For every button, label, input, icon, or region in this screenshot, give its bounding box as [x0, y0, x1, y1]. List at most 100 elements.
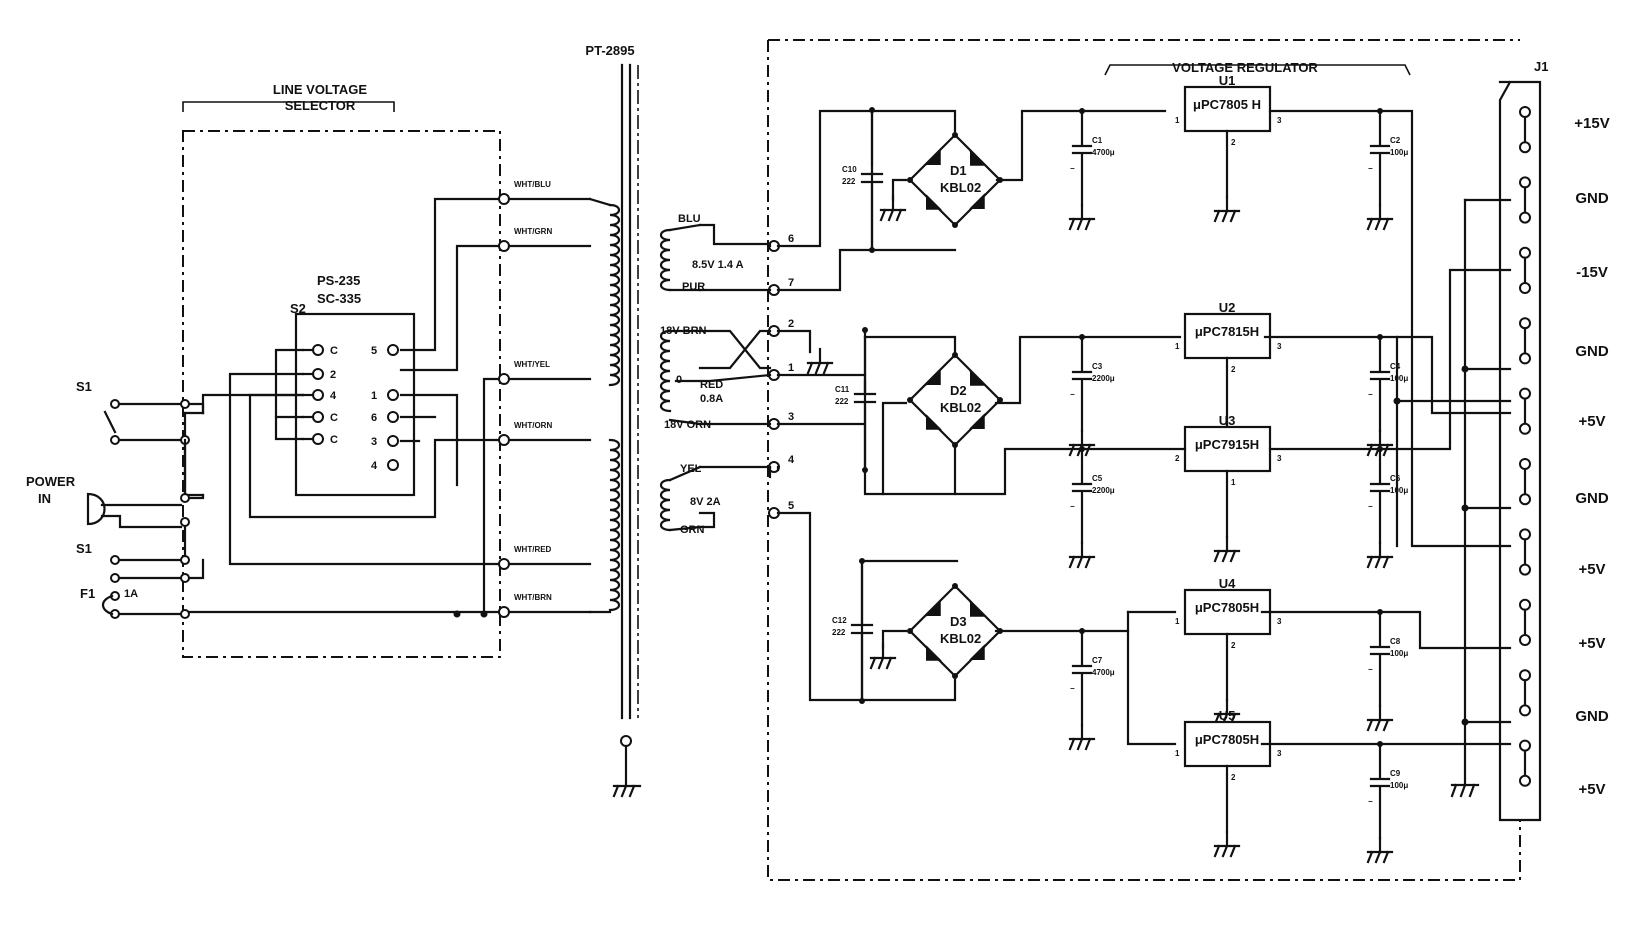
sec1-bottom-label: PUR — [682, 281, 705, 293]
capacitor-polarity: − — [1368, 390, 1373, 399]
s2-right-pin — [387, 459, 399, 471]
regulator-part: μPC7915H — [1195, 437, 1259, 452]
capacitor-ground-icon — [1068, 203, 1096, 231]
regulator-pin-in: 1 — [1175, 749, 1180, 758]
capacitor-value: 4700μ — [1092, 148, 1115, 157]
bridge-cap-val: 222 — [832, 628, 846, 637]
regulator-pin-gnd: 2 — [1231, 365, 1236, 374]
sec2-ground-icon — [806, 347, 834, 375]
f1-label: F1 — [80, 586, 95, 601]
bridge-part: KBL02 — [940, 631, 981, 646]
output-label: -15V — [1576, 264, 1608, 281]
j1-pin — [1519, 563, 1531, 576]
j1-label: J1 — [1534, 59, 1548, 74]
primary-tap-terminal — [498, 373, 510, 385]
capacitor-value: 100μ — [1390, 486, 1408, 495]
regulator-pin-gnd: 2 — [1231, 641, 1236, 650]
capacitor-ground-icon — [1366, 836, 1394, 864]
f1-rating: 1A — [124, 588, 138, 600]
bridge-ref: D2 — [950, 383, 967, 398]
power-in-label-1: POWER — [26, 474, 76, 489]
regulator-ref: U2 — [1219, 300, 1236, 315]
s2-model-2: SC-335 — [317, 291, 361, 306]
core-ground-icon — [612, 784, 642, 798]
j1-pin — [1519, 246, 1531, 259]
j1-pin — [1519, 458, 1531, 470]
sec2-rating: 0.8A — [700, 393, 723, 405]
capacitor-ground-icon — [1366, 541, 1394, 569]
primary-tap-label: WHT/RED — [514, 545, 552, 554]
diode-icon — [969, 644, 985, 661]
capacitor-polarity: − — [1368, 502, 1373, 511]
diode-icon — [925, 149, 941, 166]
j1-pin — [1519, 352, 1531, 365]
j1-pin — [1519, 739, 1531, 752]
j1-pin — [1519, 422, 1531, 435]
j1-pin — [1519, 106, 1531, 118]
regulator-ref: U4 — [1219, 576, 1236, 591]
fuse-icon — [101, 594, 114, 616]
capacitor-ref: C4 — [1390, 362, 1401, 371]
primary-tap-label: WHT/ORN — [514, 421, 552, 430]
capacitor-ref: C3 — [1092, 362, 1103, 371]
s1-label: S1 — [76, 379, 92, 394]
transformer-label: PT-2895 — [585, 43, 634, 58]
j1-pin — [1519, 387, 1531, 400]
primary-tap-terminal — [498, 558, 510, 570]
capacitor-ground-icon — [1068, 541, 1096, 569]
voltage-regulator-heading: VOLTAGE REGULATOR — [1172, 60, 1318, 75]
s2-right-pin — [387, 389, 399, 401]
output-label: +15V — [1574, 115, 1609, 132]
diode-icon — [969, 370, 986, 386]
sec1-top-label: BLU — [678, 213, 701, 225]
s2-left-pin-label: 2 — [330, 369, 336, 381]
d1-ground-icon — [879, 194, 907, 222]
j1-pin — [1519, 211, 1531, 224]
regulator-pin-out: 3 — [1277, 749, 1282, 758]
output-label: +5V — [1578, 635, 1605, 652]
regulator-ref: U5 — [1219, 708, 1236, 723]
output-label: GND — [1575, 708, 1609, 725]
j1-pin — [1519, 141, 1531, 154]
selector-heading-line2: SELECTOR — [285, 98, 356, 113]
regulator-pin-in: 1 — [1175, 342, 1180, 351]
selector-heading-line1: LINE VOLTAGE — [273, 82, 367, 97]
secondary-terminal-label: 1 — [788, 362, 794, 374]
diode-icon — [925, 414, 942, 430]
sec1-rating: 8.5V 1.4 A — [692, 259, 744, 271]
regulator-ground-icon — [1213, 830, 1241, 858]
regulator-part: μPC7805H — [1195, 600, 1259, 615]
secondary-terminal-label: 7 — [788, 277, 794, 289]
diode-icon — [969, 193, 985, 210]
output-label: GND — [1575, 490, 1609, 507]
capacitor-ref: C7 — [1092, 656, 1103, 665]
s2-right-pin-label: 5 — [371, 345, 377, 357]
secondary-terminal-label: 2 — [788, 318, 794, 330]
output-label: GND — [1575, 343, 1609, 360]
primary-tap-terminal — [498, 240, 510, 252]
j1-pin — [1519, 598, 1531, 611]
secondary-terminal-label: 5 — [788, 500, 794, 512]
j1-pin — [1519, 704, 1531, 717]
regulator-pin-out: 3 — [1277, 342, 1282, 351]
s2-right-pin-label: 1 — [371, 390, 377, 402]
regulator-pin-in: 1 — [1175, 116, 1180, 125]
bridge-cap-val: 222 — [842, 177, 856, 186]
capacitor-ref: C9 — [1390, 769, 1401, 778]
capacitor-value: 100μ — [1390, 649, 1408, 658]
secondary-terminal-label: 3 — [788, 411, 794, 423]
bridge-cap-ref: C10 — [842, 165, 857, 174]
primary-tap-terminal — [498, 606, 510, 618]
selector-frame — [182, 130, 501, 658]
d3-ground-icon — [869, 642, 897, 670]
output-label: +5V — [1578, 781, 1605, 798]
output-label: +5V — [1578, 413, 1605, 430]
line-voltage-selector: LINE VOLTAGE SELECTOR PS-235 SC-335 S2 C… — [182, 82, 592, 658]
j1-pin — [1519, 317, 1531, 330]
regulator-part: μPC7805 H — [1193, 97, 1261, 112]
